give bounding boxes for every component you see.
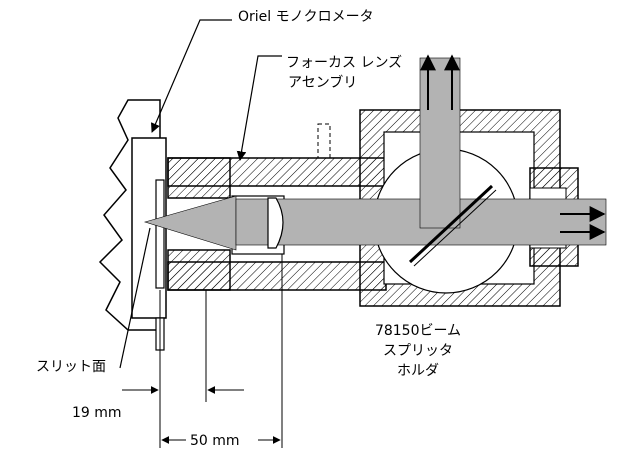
label-splitter-line1: 78150ビーム	[374, 323, 462, 339]
label-slit-face: スリット面	[36, 359, 106, 375]
label-monochromator: Oriel モノクロメータ	[238, 9, 374, 25]
lens-housing-front-top	[167, 157, 231, 199]
beam-splitter-plate	[408, 184, 494, 264]
lens-housing-front-bottom	[167, 249, 231, 291]
leader-focus-lens	[236, 55, 282, 161]
focus-lens	[267, 197, 284, 249]
label-focus-lens-line2: アセンブリ	[288, 75, 358, 91]
label-splitter-line2: スプリッタ	[383, 343, 453, 359]
post-stub	[317, 123, 331, 159]
label-splitter-line3: ホルダ	[397, 363, 439, 379]
label-focus-lens-line1: フォーカス レンズ	[286, 55, 403, 71]
slit-plate	[155, 179, 165, 289]
label-dim-50: 50 mm	[190, 433, 240, 449]
reflected-beam	[419, 57, 461, 229]
label-dim-19: 19 mm	[72, 405, 122, 421]
leader-monochromator	[150, 19, 232, 133]
beam-splitter-plate-edge	[413, 189, 497, 267]
leader-slit-face	[119, 227, 151, 369]
